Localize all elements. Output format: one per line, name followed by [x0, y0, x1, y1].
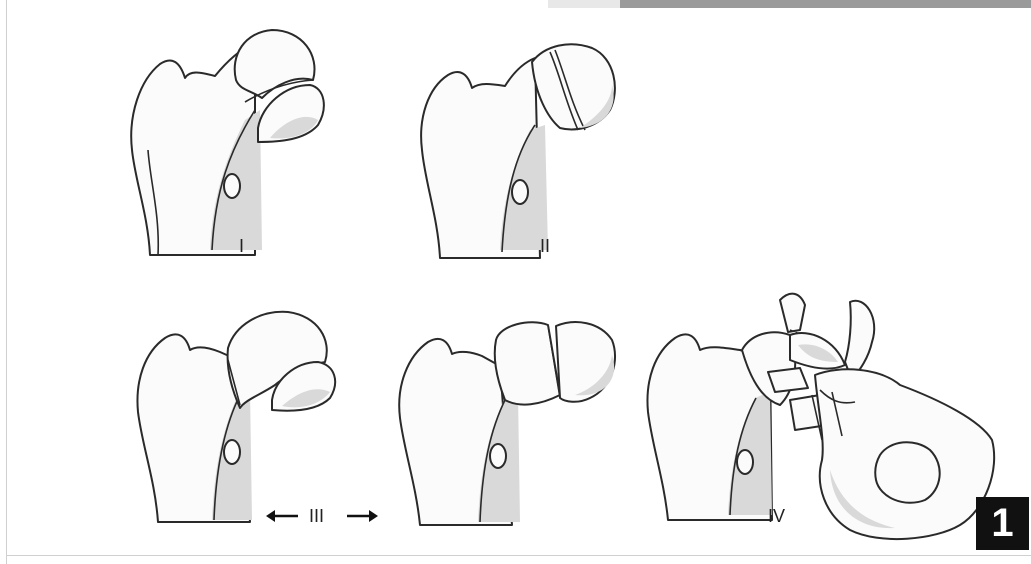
- femur-panel-iii-b: [399, 322, 615, 525]
- femur-panel-ii: [421, 44, 615, 258]
- figure-number-badge: 1: [976, 497, 1029, 550]
- femur-panel-iv: [647, 294, 994, 539]
- label-i: I: [239, 236, 244, 257]
- label-ii: II: [540, 236, 550, 257]
- femur-panel-i: [131, 30, 324, 255]
- label-iii: III: [309, 506, 324, 527]
- label-iv: IV: [768, 506, 785, 527]
- femur-panel-iii-a: [137, 312, 335, 522]
